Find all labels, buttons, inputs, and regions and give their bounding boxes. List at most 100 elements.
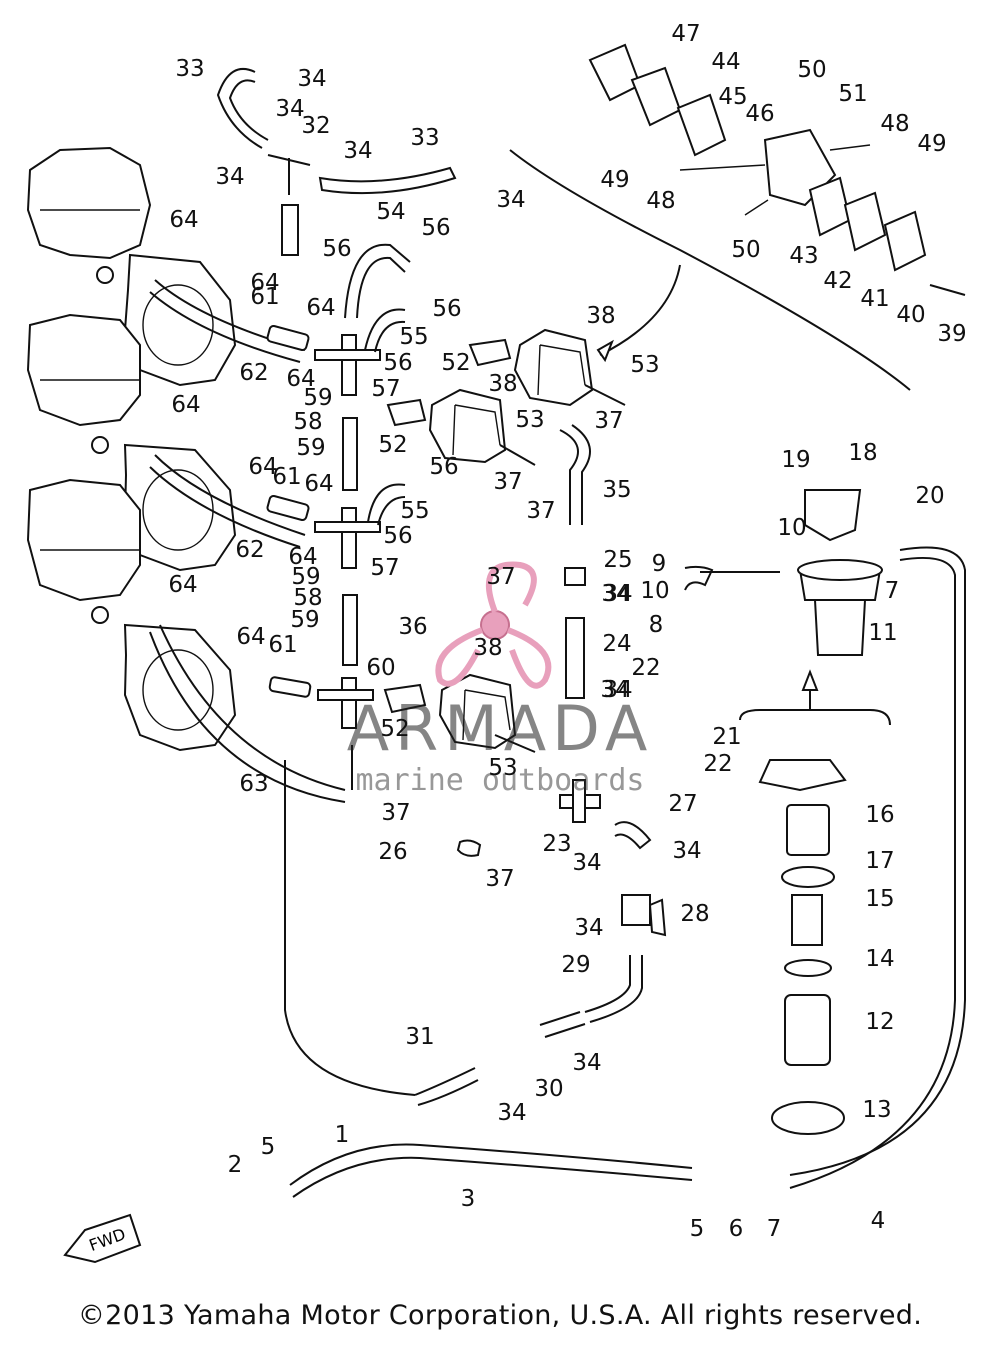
part-callout-34: 34 xyxy=(572,1050,601,1076)
part-callout-64: 64 xyxy=(171,392,200,418)
part-callout-7: 7 xyxy=(767,1216,782,1242)
part-callout-61: 61 xyxy=(272,464,301,490)
part-callout-49: 49 xyxy=(600,167,629,193)
part-callout-59: 59 xyxy=(291,564,320,590)
part-callout-56: 56 xyxy=(421,215,450,241)
part-callout-25: 25 xyxy=(603,547,632,573)
hose-58-upper xyxy=(342,417,358,491)
watermark-logo-icon xyxy=(435,561,552,689)
part-callout-53: 53 xyxy=(488,755,517,781)
part-callout-64: 64 xyxy=(304,471,333,497)
part-callout-1: 1 xyxy=(335,1122,350,1148)
filter-exploded-parts xyxy=(739,669,891,1135)
part-callout-34: 34 xyxy=(603,677,632,703)
part-callout-10: 10 xyxy=(777,515,806,541)
part-callout-47: 47 xyxy=(671,21,700,47)
part-callout-35: 35 xyxy=(602,477,631,503)
part-callout-59: 59 xyxy=(303,385,332,411)
part-callout-14: 14 xyxy=(865,946,894,972)
fuel-pump-exploded xyxy=(509,43,966,391)
part-callout-4: 4 xyxy=(871,1208,886,1234)
fuel-pump-low xyxy=(383,673,517,750)
part-callout-38: 38 xyxy=(473,635,502,661)
part-callout-37: 37 xyxy=(493,469,522,495)
part-callout-27: 27 xyxy=(668,791,697,817)
carburetor-assembly xyxy=(26,146,237,752)
part-callout-54: 54 xyxy=(376,199,405,225)
part-callout-42: 42 xyxy=(823,268,852,294)
fuel-pump-top xyxy=(468,328,594,407)
part-callout-50: 50 xyxy=(731,237,760,263)
part-callout-24: 24 xyxy=(602,631,631,657)
part-callout-13: 13 xyxy=(862,1097,891,1123)
part-callout-34: 34 xyxy=(572,850,601,876)
part-callout-34: 34 xyxy=(574,915,603,941)
part-callout-57: 57 xyxy=(371,376,400,402)
part-callout-36: 36 xyxy=(398,614,427,640)
part-callout-64: 64 xyxy=(169,207,198,233)
part-callout-61: 61 xyxy=(268,632,297,658)
part-callout-64: 64 xyxy=(286,366,315,392)
part-callout-51: 51 xyxy=(838,81,867,107)
part-callout-63: 63 xyxy=(239,771,268,797)
part-callout-5: 5 xyxy=(261,1134,276,1160)
part-callout-5: 5 xyxy=(690,1216,705,1242)
fuel-filter-assembly xyxy=(684,489,883,656)
part-callout-15: 15 xyxy=(865,886,894,912)
hose-61-top xyxy=(281,204,299,256)
hoses-62-63 xyxy=(149,279,346,803)
part-callout-11: 11 xyxy=(868,620,897,646)
part-callout-17: 17 xyxy=(865,848,894,874)
part-callout-59: 59 xyxy=(296,435,325,461)
part-callout-39: 39 xyxy=(937,321,966,347)
part-callout-56: 56 xyxy=(429,454,458,480)
part-callout-41: 41 xyxy=(860,286,889,312)
part-callout-64: 64 xyxy=(236,624,265,650)
part-callout-60: 60 xyxy=(366,655,395,681)
manifold-tees xyxy=(314,334,381,729)
part-callout-29: 29 xyxy=(561,952,590,978)
fwd-arrow: FWD xyxy=(63,1213,142,1264)
part-callout-52: 52 xyxy=(378,432,407,458)
part-callout-34: 34 xyxy=(600,677,629,703)
part-callout-59: 59 xyxy=(290,607,319,633)
part-callout-56: 56 xyxy=(383,523,412,549)
part-callout-64: 64 xyxy=(306,295,335,321)
part-callout-34: 34 xyxy=(496,187,525,213)
part-callout-53: 53 xyxy=(515,407,544,433)
part-callout-33: 33 xyxy=(175,56,204,82)
part-callout-37: 37 xyxy=(594,408,623,434)
part-callout-20: 20 xyxy=(915,483,944,509)
part-callout-56: 56 xyxy=(383,350,412,376)
part-callout-55: 55 xyxy=(399,324,428,350)
part-callout-9: 9 xyxy=(652,551,667,577)
part-callout-8: 8 xyxy=(649,612,664,638)
part-callout-33: 33 xyxy=(410,125,439,151)
part-callout-61: 61 xyxy=(250,284,279,310)
part-callout-28: 28 xyxy=(680,901,709,927)
part-callout-6: 6 xyxy=(729,1216,744,1242)
part-callout-7: 7 xyxy=(885,578,900,604)
watermark: ARMADA marine outboards xyxy=(347,561,653,798)
part-callout-34: 34 xyxy=(215,164,244,190)
part-callout-62: 62 xyxy=(239,360,268,386)
part-callout-37: 37 xyxy=(526,498,555,524)
part-callout-34: 34 xyxy=(672,838,701,864)
part-callout-16: 16 xyxy=(865,802,894,828)
part-callout-56: 56 xyxy=(432,296,461,322)
part-callout-58: 58 xyxy=(293,585,322,611)
part-callout-3: 3 xyxy=(461,1186,476,1212)
part-callout-57: 57 xyxy=(370,555,399,581)
part-callout-64: 64 xyxy=(168,572,197,598)
part-callout-43: 43 xyxy=(789,243,818,269)
watermark-brand: ARMADA xyxy=(347,692,653,765)
part-callout-37: 37 xyxy=(485,866,514,892)
part-callout-22: 22 xyxy=(631,655,660,681)
part-callout-45: 45 xyxy=(718,84,747,110)
part-callout-48: 48 xyxy=(880,111,909,137)
part-callout-34: 34 xyxy=(343,138,372,164)
part-callout-52: 52 xyxy=(380,716,409,742)
part-callout-64: 64 xyxy=(248,454,277,480)
